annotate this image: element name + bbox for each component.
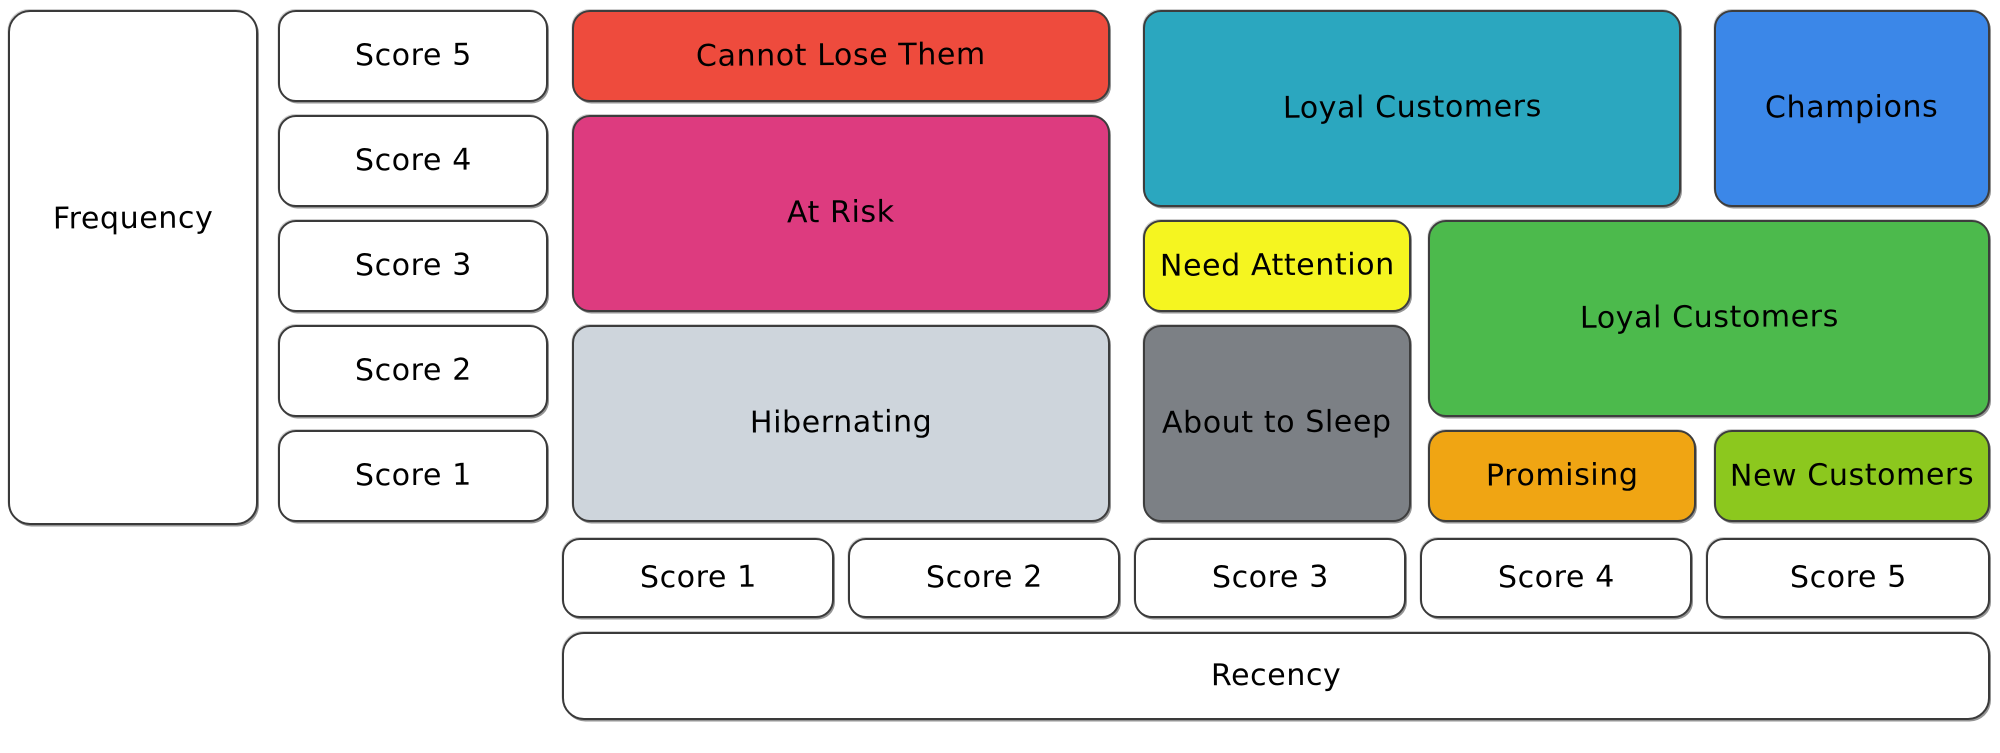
frequency-score-4[interactable]: Score 4 — [278, 115, 548, 207]
segment-hibernating-label: Hibernating — [749, 404, 933, 441]
recency-score-3-text: Score 3 — [1211, 559, 1329, 596]
segment-loyal-customers-green[interactable]: Loyal Customers — [1428, 220, 1990, 417]
frequency-score-3[interactable]: Score 3 — [278, 220, 548, 312]
frequency-score-5[interactable]: Score 5 — [278, 10, 548, 102]
recency-score-1-text: Score 1 — [639, 559, 757, 596]
segment-hibernating[interactable]: Hibernating — [572, 325, 1110, 522]
segment-at-risk-label: At Risk — [787, 194, 895, 231]
recency-score-2[interactable]: Score 2 — [848, 538, 1120, 618]
segment-cannot-lose-them[interactable]: Cannot Lose Them — [572, 10, 1110, 102]
recency-score-5[interactable]: Score 5 — [1706, 538, 1990, 618]
segment-champions-label: Champions — [1765, 89, 1939, 126]
frequency-axis-text: Frequency — [52, 200, 214, 237]
frequency-axis-label: Frequency — [8, 10, 258, 525]
frequency-score-5-text: Score 5 — [354, 37, 472, 74]
recency-axis-text: Recency — [1210, 657, 1342, 693]
recency-score-5-text: Score 5 — [1789, 559, 1907, 596]
recency-axis-label: Recency — [562, 632, 1990, 720]
segment-loyal-customers-teal[interactable]: Loyal Customers — [1143, 10, 1681, 207]
segment-new-customers-label: New Customers — [1729, 457, 1975, 494]
frequency-score-1-text: Score 1 — [354, 457, 472, 494]
segment-champions[interactable]: Champions — [1714, 10, 1990, 207]
frequency-score-2[interactable]: Score 2 — [278, 325, 548, 417]
frequency-score-2-text: Score 2 — [354, 352, 472, 389]
recency-score-4-text: Score 4 — [1497, 559, 1615, 596]
frequency-score-1[interactable]: Score 1 — [278, 430, 548, 522]
segment-need-attention[interactable]: Need Attention — [1143, 220, 1411, 312]
recency-score-4[interactable]: Score 4 — [1420, 538, 1692, 618]
recency-score-2-text: Score 2 — [925, 559, 1043, 596]
segment-about-to-sleep-label: About to Sleep — [1162, 404, 1392, 441]
segment-at-risk[interactable]: At Risk — [572, 115, 1110, 312]
segment-loyal-customers-teal-label: Loyal Customers — [1282, 89, 1542, 127]
segment-new-customers[interactable]: New Customers — [1714, 430, 1990, 522]
segment-promising[interactable]: Promising — [1428, 430, 1696, 522]
frequency-score-3-text: Score 3 — [354, 247, 472, 284]
segment-cannot-lose-them-label: Cannot Lose Them — [695, 36, 986, 74]
segment-loyal-customers-green-label: Loyal Customers — [1579, 299, 1839, 337]
segment-promising-label: Promising — [1485, 457, 1639, 494]
recency-score-1[interactable]: Score 1 — [562, 538, 834, 618]
segment-need-attention-label: Need Attention — [1159, 247, 1395, 284]
recency-score-3[interactable]: Score 3 — [1134, 538, 1406, 618]
frequency-score-4-text: Score 4 — [354, 142, 472, 179]
segment-about-to-sleep[interactable]: About to Sleep — [1143, 325, 1411, 522]
